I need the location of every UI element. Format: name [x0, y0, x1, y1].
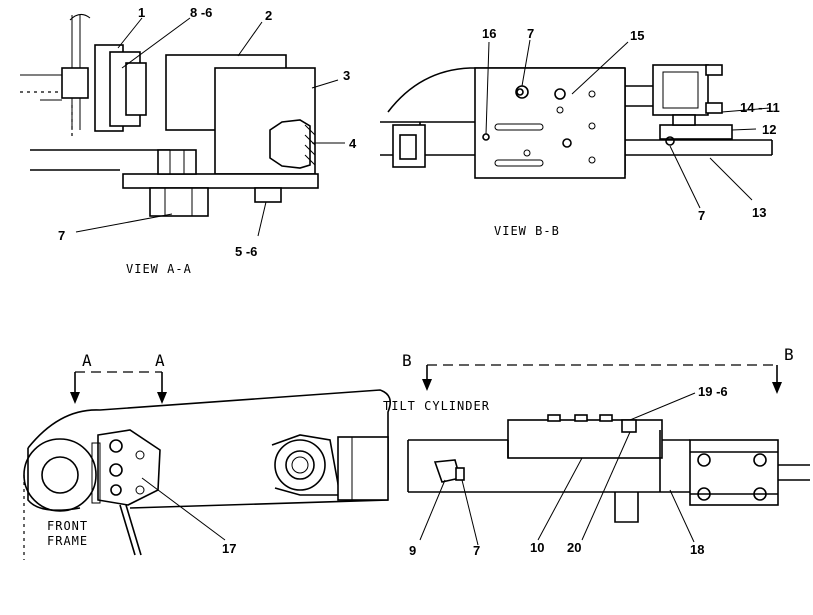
- tilt-cylinder-drawing: [407, 414, 810, 523]
- callout-18: 18: [690, 542, 704, 557]
- callout-13: 13: [752, 205, 766, 220]
- view-aa-drawing: [20, 14, 319, 217]
- section-marker-a-left: A: [82, 351, 93, 370]
- callout-17: 17: [222, 541, 236, 556]
- view-bb-drawing: [380, 64, 773, 179]
- callout-8-6: 8 -6: [190, 5, 212, 20]
- view-bb-title: VIEW B-B: [494, 224, 560, 238]
- section-marker-b-right: B: [784, 345, 795, 364]
- frame-label: FRAME: [47, 534, 88, 548]
- callout-7-aa: 7: [58, 228, 65, 243]
- callout-3: 3: [343, 68, 350, 83]
- section-a-arrows: [70, 371, 167, 404]
- callout-19-6: 19 -6: [698, 384, 728, 399]
- section-marker-b-left: B: [402, 351, 413, 370]
- callout-7-bb-bottom: 7: [698, 208, 705, 223]
- callout-4: 4: [349, 136, 357, 151]
- front-label: FRONT: [47, 519, 88, 533]
- callout-7-bb-top: 7: [527, 26, 534, 41]
- view-bb-leaders: [485, 39, 771, 209]
- callout-10: 10: [530, 540, 544, 555]
- callout-15: 15: [630, 28, 644, 43]
- callout-7-bottom: 7: [473, 543, 480, 558]
- callout-9: 9: [409, 543, 416, 558]
- callout-12: 12: [762, 122, 776, 137]
- callout-20: 20: [567, 540, 581, 555]
- tilt-cylinder-label: TILT CYLINDER: [383, 399, 490, 413]
- view-aa-title: VIEW A-A: [126, 262, 192, 276]
- front-frame-drawing: [23, 389, 391, 560]
- view-aa-leaders: [75, 17, 345, 237]
- callout-2: 2: [265, 8, 272, 23]
- section-marker-a-right: A: [155, 351, 166, 370]
- bottom-leaders: [141, 392, 696, 546]
- section-b-arrows: [422, 364, 782, 394]
- callout-16: 16: [482, 26, 496, 41]
- callout-14-11: 14 - 11: [740, 100, 780, 115]
- callout-1: 1: [138, 5, 145, 20]
- callout-5-6: 5 -6: [235, 244, 257, 259]
